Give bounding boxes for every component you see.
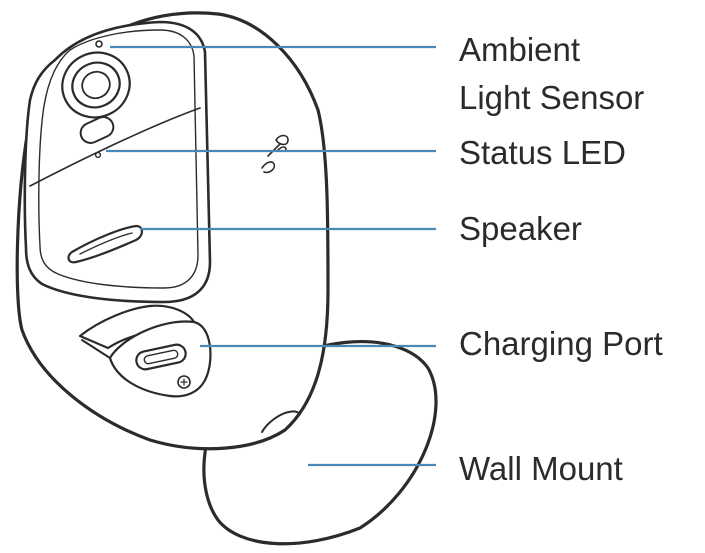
- front-face-panel: [23, 20, 212, 304]
- label-status-led: Status LED: [459, 134, 626, 171]
- leader-lines: [106, 45, 436, 467]
- flash-pill: [79, 116, 115, 144]
- arlo-logo: [261, 134, 289, 174]
- face-divider: [29, 107, 201, 187]
- label-ambient-line1: Ambient: [459, 31, 581, 68]
- charging-port-housing: [78, 304, 212, 398]
- label-ambient-line2: Light Sensor: [459, 79, 645, 116]
- front-face-inner: [38, 29, 199, 289]
- ambient-sensor-dot: [95, 40, 103, 48]
- label-wall-mount: Wall Mount: [459, 450, 623, 487]
- label-charging-port: Charging Port: [459, 325, 663, 362]
- label-speaker: Speaker: [459, 210, 582, 247]
- status-led-dot: [94, 151, 102, 159]
- mount-ball: [261, 410, 301, 433]
- speaker-grille: [67, 224, 144, 264]
- lens-assembly: [61, 51, 131, 119]
- port-screw: [177, 375, 191, 389]
